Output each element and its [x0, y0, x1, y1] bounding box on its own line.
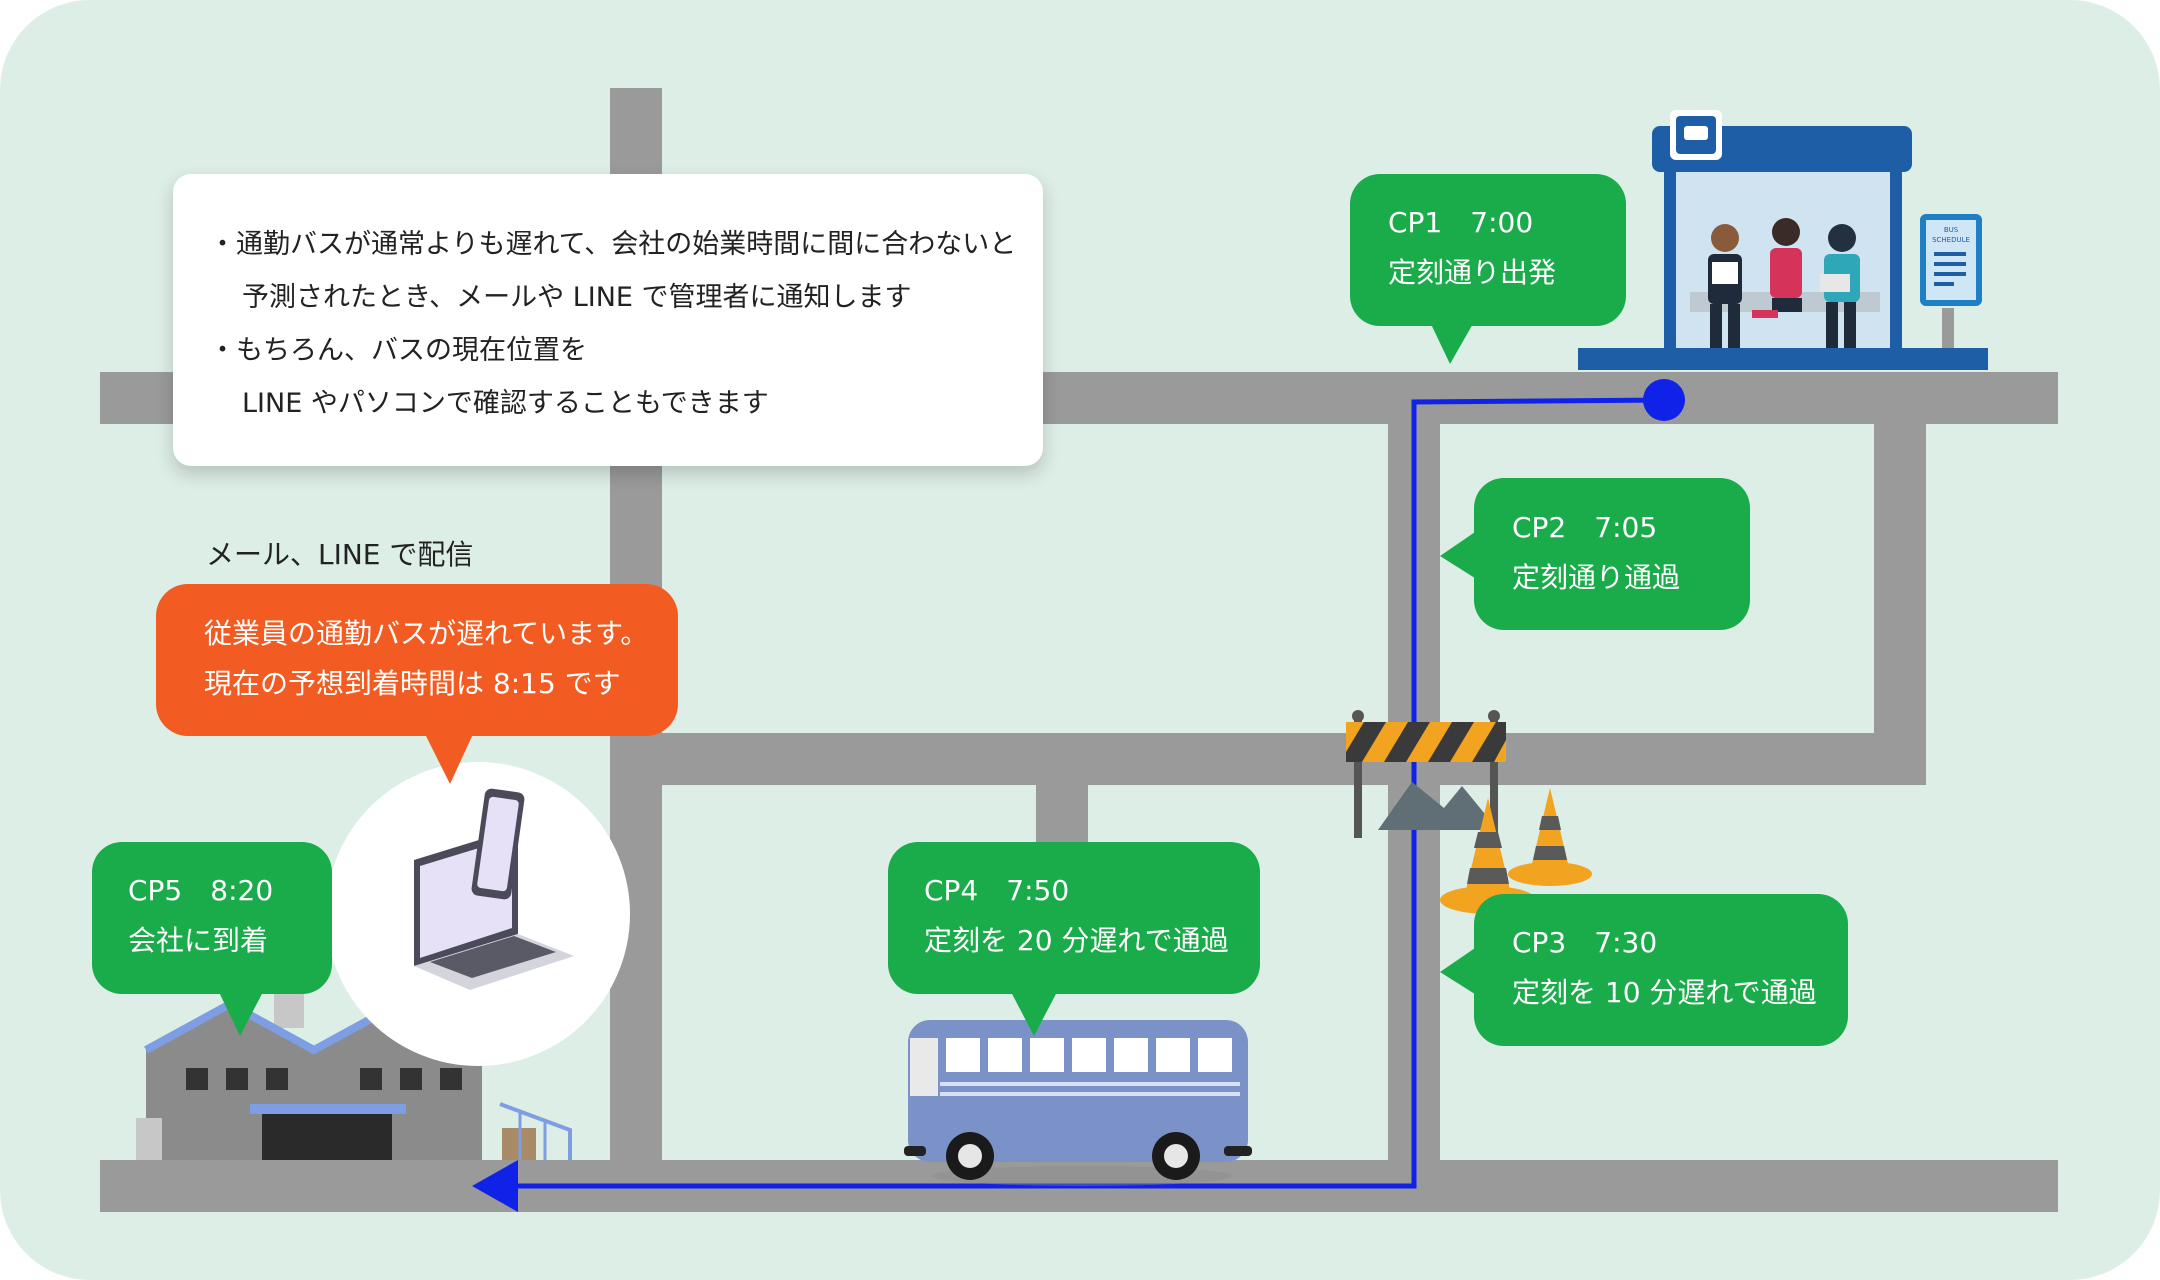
cp1-status: 定刻通り出発	[1388, 256, 1557, 289]
cp1-title: CP1 7:00	[1388, 206, 1534, 239]
cp2-title: CP2 7:05	[1512, 511, 1658, 544]
bus-stop-icon	[1670, 110, 1722, 160]
cp1-bubble	[1350, 174, 1626, 326]
checkpoint-bubbles	[92, 174, 1848, 1046]
route-start-marker	[1643, 379, 1685, 421]
bus-shelter: BUS SCHEDULE	[1578, 110, 1988, 370]
alert-line-2: 現在の予想到着時間は 8:15 です	[204, 667, 621, 700]
road-middle	[610, 733, 1926, 785]
road-right-vertical	[1874, 372, 1926, 785]
cp5-status: 会社に到着	[128, 924, 269, 957]
info-note-line-2: 予測されたとき、メールや LINE で管理者に通知します	[242, 282, 912, 313]
cp4-title: CP4 7:50	[924, 874, 1070, 907]
alert-line-1: 従業員の通勤バスが遅れています。	[204, 617, 649, 650]
info-note-line-3: ・もちろん、バスの現在位置を	[209, 335, 587, 366]
info-note-line-4: LINE やパソコンで確認することもできます	[242, 388, 769, 419]
smartphone-icon	[471, 788, 525, 900]
delivery-caption: メール、LINE で配信	[206, 538, 474, 571]
cp4-status: 定刻を 20 分遅れで通過	[924, 924, 1229, 957]
cp2-status: 定刻通り通過	[1512, 561, 1681, 594]
schedule-sign-line1: BUS	[1944, 226, 1959, 234]
bus-schedule-sign: BUS SCHEDULE	[1920, 214, 1982, 348]
info-note-line-1: ・通勤バスが通常よりも遅れて、会社の始業時間に間に合わないと	[209, 229, 1017, 260]
device-circle	[326, 762, 630, 1066]
road-barrier-icon	[1346, 710, 1506, 838]
cp3-bubble	[1474, 894, 1848, 1046]
cp3-status: 定刻を 10 分遅れで通過	[1512, 976, 1817, 1009]
route-end-arrow	[472, 1160, 518, 1212]
cp5-title: CP5 8:20	[128, 874, 274, 907]
cp5-bubble	[92, 842, 332, 994]
shelter-platform	[1578, 348, 1988, 370]
info-note: ・通勤バスが通常よりも遅れて、会社の始業時間に間に合わないと 予測されたとき、メ…	[173, 174, 1043, 466]
cp2-bubble	[1474, 478, 1750, 630]
waiting-passengers	[1708, 218, 1860, 348]
alert-bubble	[156, 584, 678, 784]
cp4-bubble	[888, 842, 1260, 994]
bus-icon	[904, 1020, 1252, 1186]
schedule-sign-line2: SCHEDULE	[1932, 236, 1970, 244]
cp3-title: CP3 7:30	[1512, 926, 1658, 959]
